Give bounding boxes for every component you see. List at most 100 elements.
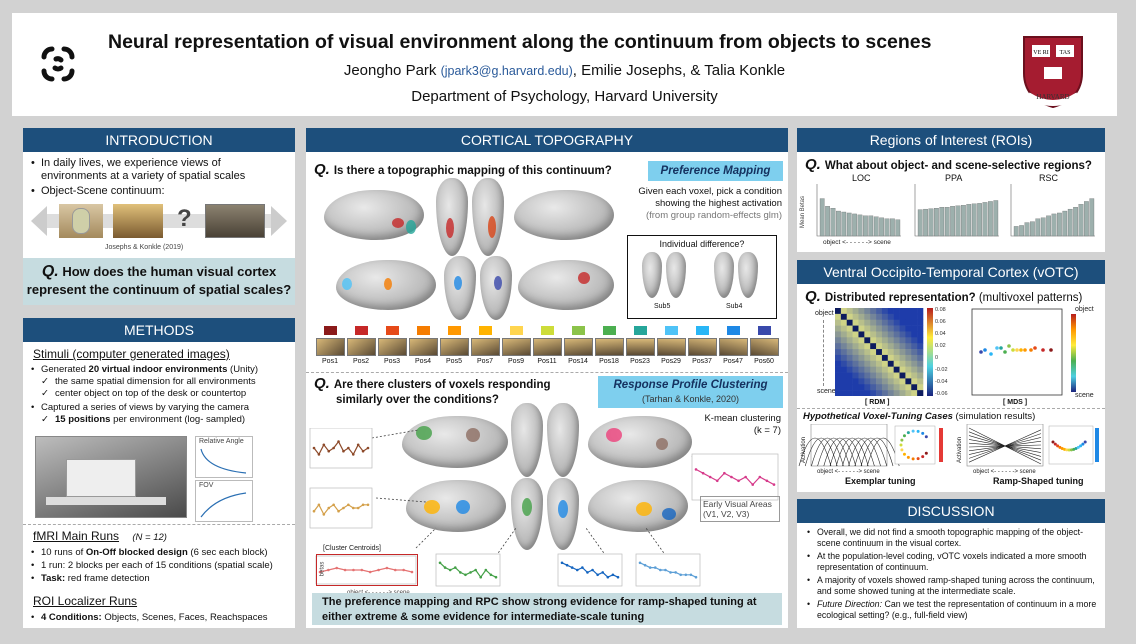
rdm-cell xyxy=(917,372,924,379)
rdm-cell xyxy=(870,319,877,326)
roi-localizer-heading: ROI Localizer Runs xyxy=(33,594,138,608)
rpc-brain-lateral-left xyxy=(402,416,508,468)
intro-bullet-1: In daily lives, we experience views of e… xyxy=(29,157,289,183)
rdm-cell xyxy=(840,331,848,338)
cluster-profile-point xyxy=(312,509,316,513)
roi-bar xyxy=(1035,218,1041,237)
mds-point xyxy=(1011,348,1015,352)
exemplar-mds-point xyxy=(921,455,925,459)
rdm-cell xyxy=(876,343,883,350)
cluster-profile-point xyxy=(337,440,340,443)
cluster-profile-point xyxy=(679,573,683,577)
rdm-cell xyxy=(852,384,859,391)
intro-bullets: In daily lives, we experience views of e… xyxy=(23,152,295,198)
rdm-cell xyxy=(887,360,894,367)
cluster-profile-point xyxy=(322,443,326,447)
rdm-cell xyxy=(840,319,848,326)
rdm-cell xyxy=(893,360,900,367)
rdm-cell xyxy=(858,308,865,315)
cluster-profile-point xyxy=(443,566,447,569)
rdm-cell xyxy=(846,331,853,338)
rdm-cell xyxy=(917,366,924,373)
exemplar-curve xyxy=(823,437,857,467)
roi-bar xyxy=(1040,217,1046,237)
rdm-cell xyxy=(881,319,889,326)
intro-citation: Josephs & Konkle (2019) xyxy=(105,244,184,251)
roi-bar xyxy=(857,214,863,237)
rdm-cell xyxy=(893,313,900,321)
cluster-profile-point xyxy=(342,449,345,453)
cluster-profile-frame xyxy=(635,553,701,587)
rdm-cell xyxy=(917,343,924,350)
cluster-profile-point xyxy=(459,571,462,574)
roi-localizer-list: 4 Conditions: Objects, Scenes, Faces, Re… xyxy=(29,611,295,624)
cluster-profile-point xyxy=(322,513,326,516)
rdm-cell xyxy=(893,384,900,391)
cluster-profile-point xyxy=(684,573,688,577)
position-label: Pos2 xyxy=(353,358,369,365)
rdm-object-label: object xyxy=(815,310,834,317)
cluster-profile-point xyxy=(772,483,776,486)
cluster-profile-point xyxy=(701,471,705,475)
cluster-profile-point xyxy=(332,446,335,450)
position-thumbnail xyxy=(750,338,779,356)
rdm-heatmap xyxy=(835,308,924,396)
roi-bar xyxy=(1051,213,1057,237)
rdm-cell xyxy=(917,349,924,356)
rdm-cell xyxy=(864,325,871,332)
rdm-cell xyxy=(881,354,889,362)
exemplar-curve xyxy=(842,437,875,467)
mds-point xyxy=(1023,348,1027,352)
rdm-cell xyxy=(852,337,859,344)
cluster-profile-point xyxy=(638,561,642,565)
rdm-cell xyxy=(899,372,906,379)
ramp-mds-point xyxy=(1067,448,1071,452)
position-thumbnail xyxy=(533,338,562,356)
mds-point xyxy=(1033,346,1037,350)
ramp-mds-point xyxy=(1051,440,1055,444)
author-email[interactable]: (jpark3@g.harvard.edu) xyxy=(440,64,573,78)
rdm-cell xyxy=(881,343,889,350)
cortical-conclusion: The preference mapping and RPC show stro… xyxy=(312,593,782,625)
exemplar-frame xyxy=(810,424,888,467)
sub4-brain-right xyxy=(738,252,758,298)
ramp-mds-point xyxy=(1063,447,1066,451)
rdm-cell xyxy=(840,354,848,362)
fov-plot: FOV xyxy=(195,480,253,522)
rdm-colorbar xyxy=(927,308,933,396)
roi-bar xyxy=(1084,201,1089,237)
fmri-heading: fMRI Main Runs (N = 12) xyxy=(33,529,167,543)
roi-bar xyxy=(977,203,982,237)
rdm-cell xyxy=(887,319,894,326)
rdm-cell xyxy=(881,360,889,367)
rdm-cell xyxy=(876,384,883,391)
preference-mapping-label: Preference Mapping xyxy=(648,161,783,181)
rdm-cell xyxy=(893,319,900,326)
pref-brain-medial-right xyxy=(514,190,614,240)
cortical-header: CORTICAL TOPOGRAPHY xyxy=(306,128,788,152)
rdm-cell xyxy=(887,372,894,379)
roi-bar xyxy=(836,210,841,237)
rdm-cell xyxy=(846,319,853,326)
rdm-cell xyxy=(881,331,889,338)
rdm-cell xyxy=(876,308,883,315)
rdm-cell xyxy=(876,319,883,326)
rdm-cell xyxy=(917,378,924,385)
rdm-cell xyxy=(917,313,924,321)
roi-bar xyxy=(830,208,836,237)
position-color-swatch xyxy=(758,326,771,335)
rdm-cell xyxy=(852,319,859,326)
rdm-cell xyxy=(893,331,900,338)
rdm-colorbar-tick: 0.06 xyxy=(935,319,946,325)
rdm-cell xyxy=(881,337,889,344)
ramp-colorbar xyxy=(1095,428,1099,462)
roi-bar xyxy=(884,218,890,237)
rdm-cell xyxy=(899,354,906,362)
roi-ppa-label: PPA xyxy=(945,173,963,183)
rdm-cell xyxy=(835,360,842,367)
rdm-cell xyxy=(905,308,912,315)
rdm-cell xyxy=(887,354,894,362)
rdm-cell xyxy=(911,354,918,362)
cluster-profile-point xyxy=(596,573,599,577)
rdm-cell xyxy=(905,354,912,362)
